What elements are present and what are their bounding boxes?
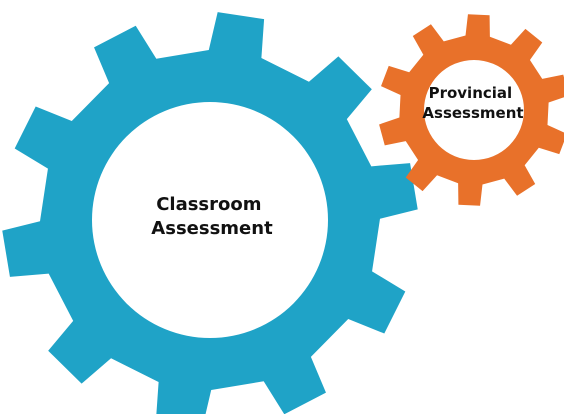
provincial-gear-shape [379, 14, 564, 206]
provincial-assessment-gear: Provincial Assessment [379, 14, 564, 206]
classroom-gear-label: Classroom Assessment [151, 194, 273, 239]
provincial-gear-label: Provincial Assessment [422, 84, 523, 122]
classroom-assessment-gear: Classroom Assessment [2, 12, 418, 414]
classroom-gear-shape [2, 12, 418, 414]
